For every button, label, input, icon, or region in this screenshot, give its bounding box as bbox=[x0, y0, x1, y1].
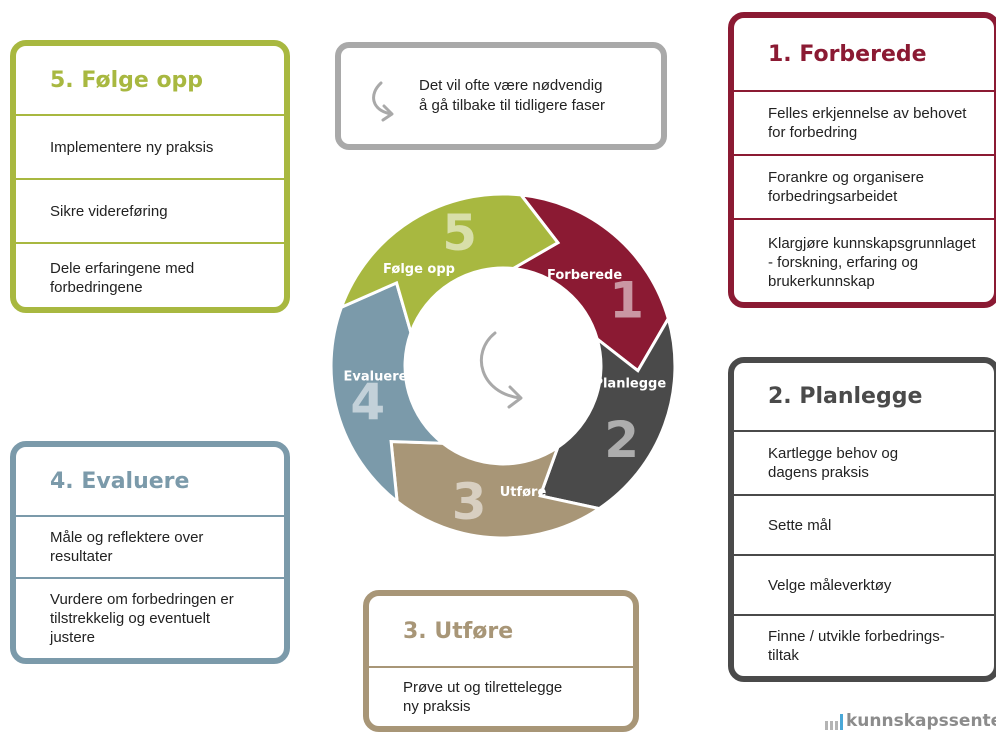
card-title: 4. Evaluere bbox=[50, 468, 190, 494]
card-item-line: Måle og reflektere over bbox=[50, 529, 204, 546]
card-item-line: brukerkunnskap bbox=[768, 272, 875, 290]
logo: kunnskapssentere bbox=[825, 708, 996, 730]
card-item: Måle og reflektere over resultater bbox=[16, 515, 284, 577]
card-item: Finne / utvikle forbedrings-tiltak bbox=[734, 614, 994, 676]
card-item-line: tilstrekkelig og eventuelt bbox=[50, 610, 211, 627]
card-item-line: Prøve ut og tilrettelegge bbox=[403, 679, 563, 696]
card-item-line: tiltak bbox=[768, 647, 799, 664]
return-arrow-icon bbox=[372, 81, 394, 122]
bar-logo-icon bbox=[825, 714, 843, 730]
card-item: Velge måleverktøy bbox=[734, 554, 994, 614]
card-item: Sette mål bbox=[734, 494, 994, 554]
logo-text: kunnskapssentere bbox=[846, 711, 996, 731]
card-item: Vurdere om forbedringen er tilstrekkelig … bbox=[16, 577, 284, 658]
card-item-line: dagens praksis bbox=[768, 464, 869, 481]
card-title: 3. Utføre bbox=[403, 618, 514, 644]
card-item-line: Forankre og organisere bbox=[768, 169, 924, 186]
card-title: 1. Forberede bbox=[768, 41, 927, 67]
card-item-line: Velge måleverktøy bbox=[768, 576, 892, 594]
card-item-line: Felles erkjennelse av behovet bbox=[768, 105, 967, 122]
card-item: Klargjøre kunnskapsgrunnlaget- forskning… bbox=[734, 218, 994, 302]
card-title: 2. Planlegge bbox=[768, 384, 923, 409]
cycle-segment-number: 2 bbox=[604, 411, 639, 469]
card-item-line: for forbedring bbox=[768, 124, 858, 141]
card-item: Forankre og organisere forbedringsarbeide… bbox=[734, 154, 994, 218]
cycle-segment-label: Forberede bbox=[547, 268, 622, 283]
card-item-line: Kartlegge behov og bbox=[768, 445, 899, 462]
card-item-line: forbedringsarbeidet bbox=[768, 188, 898, 205]
note-line: Det vil ofte være nødvendig bbox=[419, 77, 603, 94]
card-item-line: resultater bbox=[50, 548, 113, 565]
card-item-line: Dele erfaringene med bbox=[50, 259, 195, 277]
card-item-line: Klargjøre kunnskapsgrunnlaget bbox=[768, 234, 976, 252]
card-item-line: Finne / utvikle forbedrings- bbox=[768, 628, 945, 645]
card-item: Sikre videreføring bbox=[16, 178, 284, 242]
card-item: Prøve ut og tilrettelegge ny praksis bbox=[369, 666, 633, 726]
cycle-segment-folge_opp bbox=[338, 193, 561, 338]
card-item-line: ny praksis bbox=[403, 698, 471, 715]
note-text: Det vil ofte være nødvendig å gå tilbake… bbox=[419, 76, 605, 116]
card-item-line: Vurdere om forbedringen er bbox=[50, 591, 234, 608]
card-item: Implementere ny praksis bbox=[16, 114, 284, 178]
card-item-line: forbedringene bbox=[50, 278, 143, 296]
card-item-line: Implementere ny praksis bbox=[50, 138, 214, 156]
cycle-segment-number: 4 bbox=[350, 373, 385, 431]
cycle-segment-number: 5 bbox=[442, 204, 477, 262]
card-item-line: Sette mål bbox=[768, 516, 832, 534]
card-item-line: Sikre videreføring bbox=[50, 202, 168, 220]
cycle-arrow-icon bbox=[479, 331, 523, 409]
note-line: å gå tilbake til tidligere faser bbox=[419, 97, 605, 114]
card-item-line: justere bbox=[50, 629, 96, 646]
cycle-segment-label: Følge opp bbox=[383, 262, 455, 277]
note-box: Det vil ofte være nødvendig å gå tilbake… bbox=[335, 42, 667, 150]
card-item: Kartlegge behov og dagens praksis bbox=[734, 430, 994, 494]
cycle-segment-number: 3 bbox=[452, 473, 487, 531]
cycle-segment-label: Evaluere bbox=[344, 370, 408, 385]
card-title: 5. Følge opp bbox=[50, 67, 204, 93]
cycle-segment-label: Utføre bbox=[500, 485, 547, 500]
cycle-segment-number: 1 bbox=[609, 271, 644, 329]
cycle-segment-label: Planlegge bbox=[593, 376, 666, 391]
card-item-line: - forskning, erfaring og bbox=[768, 253, 919, 271]
card-item: Felles erkjennelse av behovet for forbedr… bbox=[734, 90, 994, 154]
